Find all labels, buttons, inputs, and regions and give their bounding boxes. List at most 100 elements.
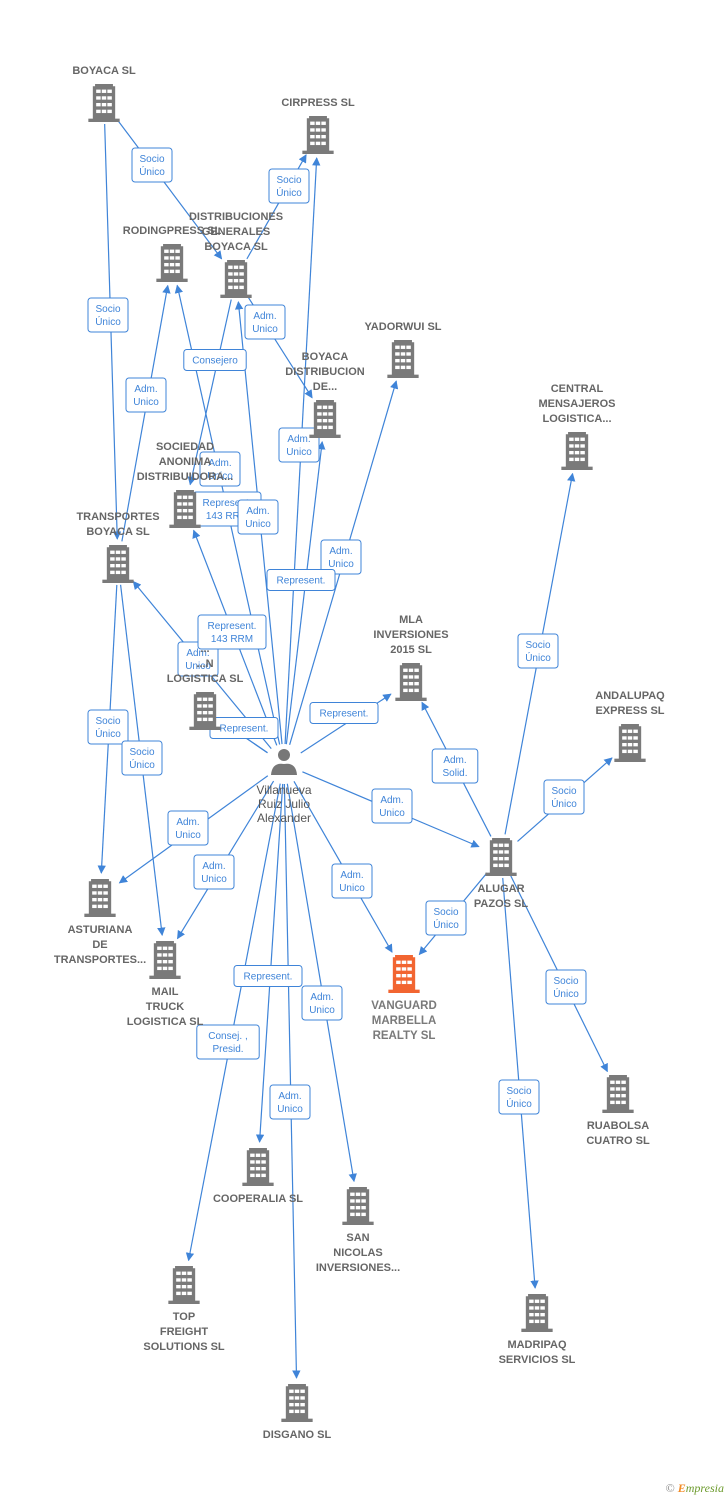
company-node-cooperalia[interactable]: COOPERALIA SL (213, 1148, 303, 1205)
building-icon (342, 1187, 374, 1225)
edge-label[interactable]: Adm.Unico (167, 810, 209, 846)
edge-label-text: Adm. (186, 648, 209, 659)
edge-label-text: Adm. (246, 506, 269, 517)
edge-label-text: Presid. (212, 1044, 243, 1055)
building-icon (309, 400, 341, 438)
edge-label-text: Adm. (443, 755, 466, 766)
edge-label[interactable]: Represent.143 RRM (197, 614, 267, 650)
edge-label-box (233, 965, 303, 987)
edge-label[interactable]: Consejero (183, 349, 247, 371)
edge-label-text: Unico (185, 661, 211, 672)
edge-label[interactable]: Adm.Unico (278, 427, 320, 463)
edge-transboyaca-rodingpress (121, 284, 171, 542)
edge-label-box (244, 304, 286, 340)
edge-label-text: Socio (433, 907, 458, 918)
edge-label[interactable]: Adm.Unico (193, 854, 235, 890)
edge-label-text: Único (525, 651, 551, 664)
edge-label[interactable]: Adm.Unico (237, 499, 279, 535)
company-node-asturiana[interactable]: ASTURIANADETRANSPORTES... (54, 879, 146, 966)
edge-label-box (199, 451, 241, 487)
person-label: Villanueva (256, 783, 311, 797)
edge-label[interactable]: Adm.Unico (269, 1084, 311, 1120)
edge-label-text: Consejero (192, 356, 238, 367)
building-icon (602, 1075, 634, 1113)
person-label: Ruiz Julio (258, 797, 310, 811)
edge-label[interactable]: Adm.Unico (331, 863, 373, 899)
brand-name: mpresia (685, 1481, 724, 1495)
edge-label-text: 143 RRM (211, 634, 253, 645)
company-label: ALUGAR (477, 883, 524, 895)
company-label: SAN (346, 1232, 369, 1244)
edge-label-text: Unico (277, 1104, 303, 1115)
edge-label-text: Solid. (442, 768, 467, 779)
company-node-sociedad[interactable]: SOCIEDADANONIMADISTRIBUIDORA... (137, 441, 234, 528)
edge-label[interactable]: Adm.Unico (301, 985, 343, 1021)
company-label: COOPERALIA SL (213, 1193, 303, 1205)
edge-label-box (167, 810, 209, 846)
company-label: CENTRAL (551, 383, 604, 395)
edge-label-box (131, 147, 173, 183)
edge-label-text: Socio (525, 640, 550, 651)
edge-p-cooperalia (255, 783, 284, 1143)
company-label: EXPRESS SL (595, 705, 664, 717)
company-node-boyaca[interactable]: BOYACA SL (72, 65, 136, 122)
company-node-yadorwui[interactable]: YADORWUI SL (364, 321, 442, 378)
company-label: PAZOS SL (474, 898, 528, 910)
company-node-disgano[interactable]: DISGANO SL (263, 1384, 332, 1441)
company-node-rodingpress[interactable]: RODINGPRESS SL (123, 225, 222, 282)
company-label: LOGISTICA... (542, 413, 611, 425)
edge-label[interactable]: Represent. (309, 702, 379, 724)
edge-label[interactable]: Represent. (209, 717, 279, 739)
edge-label-text: Represent. (220, 724, 269, 735)
company-label: FREIGHT (160, 1326, 209, 1338)
company-label: CUATRO SL (586, 1135, 650, 1147)
company-node-central[interactable]: CENTRALMENSAJEROSLOGISTICA... (538, 383, 616, 470)
building-icon (242, 1148, 274, 1186)
edge-label-text: Unico (328, 559, 354, 570)
company-node-sannicolas[interactable]: SANNICOLASINVERSIONES... (316, 1187, 400, 1274)
edge-label[interactable]: Represent. (233, 965, 303, 987)
empresia-credit[interactable]: © Empresia (666, 1481, 724, 1496)
building-icon (614, 724, 646, 762)
edge-label-text: Único (506, 1097, 532, 1110)
edge-label[interactable]: Represent. (266, 569, 336, 591)
edge-label-text: Adm. (310, 992, 333, 1003)
building-icon (388, 955, 420, 993)
company-node-cirpress[interactable]: CIRPRESS SL (281, 97, 355, 154)
edge-label-text: Único (129, 758, 155, 771)
company-label: BOYACA (302, 351, 349, 363)
edge-label[interactable]: Adm.Unico (371, 788, 413, 824)
edge-label-text: Socio (551, 786, 576, 797)
company-node-boyacadist[interactable]: BOYACADISTRIBUCIONDE... (285, 351, 365, 438)
company-node-alugar[interactable]: ALUGAR PAZOS SL (474, 838, 528, 910)
edge-label[interactable]: Consej. ,Presid. (196, 1024, 260, 1060)
edge-label[interactable]: Adm.Unico (125, 377, 167, 413)
edge-label[interactable]: Adm.Unico (199, 451, 241, 487)
edge-label-box (545, 969, 587, 1005)
edge-label[interactable]: Adm. Solid. (431, 748, 479, 784)
company-label: BOYACA SL (72, 65, 136, 77)
edge-label[interactable]: Adm.Unico (320, 539, 362, 575)
edge-label[interactable]: Adm.Unico (244, 304, 286, 340)
